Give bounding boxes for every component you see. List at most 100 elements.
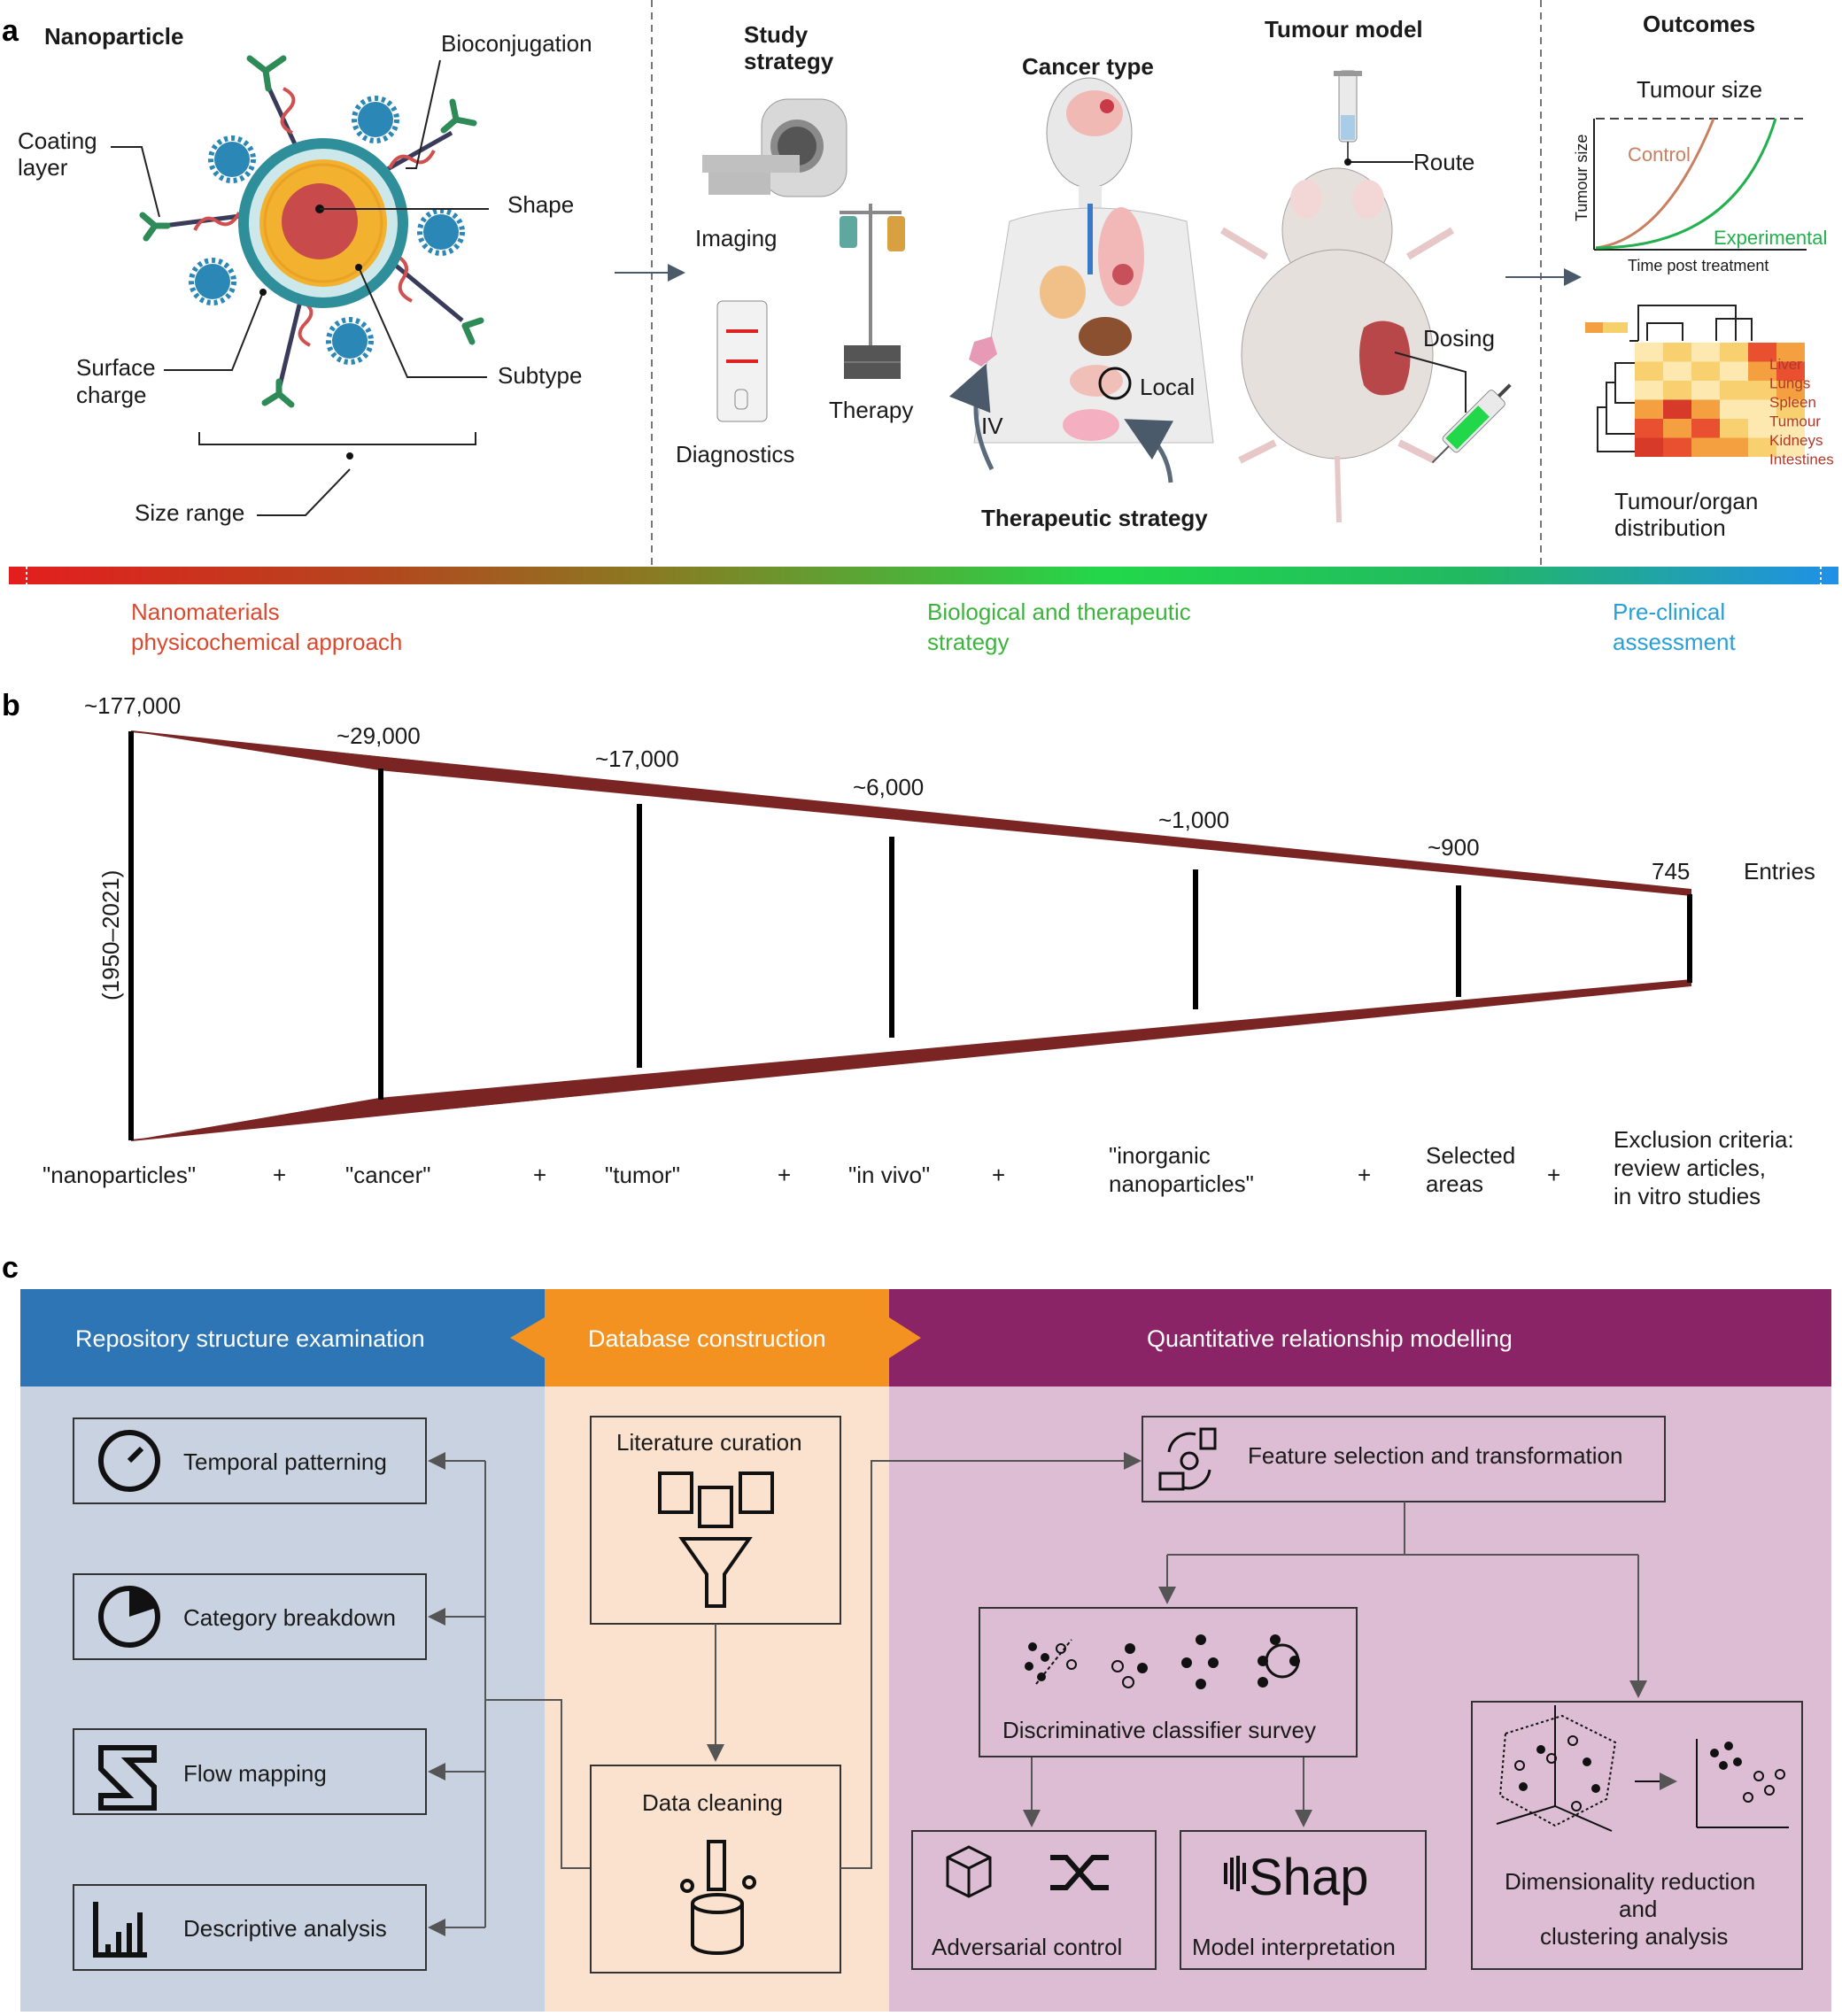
shuffle-icon bbox=[1050, 1855, 1109, 1890]
svg-text:clustering analysis: clustering analysis bbox=[1540, 1923, 1728, 1950]
band-pre-2: assessment bbox=[1613, 629, 1736, 655]
organ-label: Tumour bbox=[1769, 413, 1821, 430]
heatmap-cell bbox=[1720, 361, 1748, 381]
heatmap-cell bbox=[1748, 381, 1776, 400]
label-therapy: Therapy bbox=[829, 397, 913, 423]
repo-bg bbox=[20, 1386, 545, 2012]
funnel-icon bbox=[658, 1471, 774, 1608]
pca-icon bbox=[1496, 1705, 1789, 1832]
plus-6: + bbox=[1547, 1162, 1560, 1188]
heatmap-cell bbox=[1691, 381, 1720, 400]
svg-text:Discriminative classifier surv: Discriminative classifier survey bbox=[1002, 1717, 1316, 1743]
panel-a-letter: a bbox=[2, 14, 19, 48]
term-6c: in vitro studies bbox=[1614, 1183, 1761, 1209]
diagnostics-icon bbox=[716, 300, 768, 422]
heatmap-cell bbox=[1635, 399, 1663, 419]
outcomes-title: Outcomes bbox=[1643, 11, 1755, 37]
syringe-top-icon bbox=[1334, 70, 1362, 159]
cancer-type: Cancer type bbox=[1022, 53, 1154, 80]
db-to-feature-connector bbox=[840, 1452, 1142, 1869]
organ-label: Lungs bbox=[1769, 375, 1810, 392]
term-4a: "inorganic bbox=[1109, 1142, 1211, 1169]
heatmap-cell bbox=[1691, 361, 1720, 381]
data-cleaning-icon bbox=[680, 1840, 756, 1955]
plus-3: + bbox=[778, 1162, 791, 1188]
y-axis-label: Tumour size bbox=[1573, 135, 1590, 221]
heatmap-cell bbox=[1776, 361, 1805, 381]
heatmap-cell bbox=[1635, 343, 1663, 362]
count-0: ~177,000 bbox=[84, 692, 181, 719]
repo-header-label: Repository structure examination bbox=[75, 1325, 425, 1352]
label-route: Route bbox=[1413, 149, 1474, 175]
imaging-icon bbox=[702, 98, 847, 197]
gradient-bar bbox=[9, 567, 1838, 584]
heatmap-cell bbox=[1635, 361, 1663, 381]
organ-label: Spleen bbox=[1769, 394, 1816, 411]
shap-logo bbox=[1224, 1856, 1246, 1891]
local-marker bbox=[1098, 367, 1132, 400]
organ-label: Intestines bbox=[1769, 452, 1834, 468]
heatmap-cell bbox=[1748, 419, 1776, 438]
qrm-classifier: Discriminative classifier survey bbox=[979, 1607, 1358, 1757]
heatmap-cells bbox=[1635, 343, 1805, 457]
label-diagnostics: Diagnostics bbox=[676, 441, 794, 467]
heatmap-cell bbox=[1635, 381, 1663, 400]
heatmap-cell bbox=[1663, 343, 1691, 362]
heatmap-cell bbox=[1748, 437, 1776, 457]
count-3: ~6,000 bbox=[853, 774, 924, 800]
label-surface-charge-2: charge bbox=[76, 382, 147, 408]
therapy-icon bbox=[840, 204, 905, 379]
term-6a: Exclusion criteria: bbox=[1614, 1126, 1794, 1153]
tumour-size-title: Tumour size bbox=[1637, 76, 1762, 103]
heatmap bbox=[1585, 322, 1628, 333]
local-arrow bbox=[1124, 419, 1174, 483]
nanoparticle-illustration bbox=[139, 55, 484, 408]
label-coating-1: Coating bbox=[18, 127, 97, 154]
band-physchem-1: Nanomaterials bbox=[131, 599, 280, 625]
scatter-dots bbox=[1519, 1742, 1742, 1793]
label-local: Local bbox=[1140, 374, 1195, 400]
heatmap-cell bbox=[1635, 437, 1663, 457]
therapeutic-strategy: Therapeutic strategy bbox=[981, 505, 1208, 531]
tumour-model: Tumour model bbox=[1265, 16, 1423, 42]
heatmap-cell bbox=[1691, 419, 1720, 438]
term-6b: review articles, bbox=[1614, 1155, 1766, 1181]
shap-text: Shap bbox=[1249, 1849, 1368, 1906]
term-5a: Selected bbox=[1426, 1142, 1515, 1169]
term-1: "cancer" bbox=[345, 1162, 431, 1188]
tumour-size-plot bbox=[1593, 118, 1807, 251]
qrm-feature: Feature selection and transformation bbox=[1142, 1416, 1666, 1502]
svg-text:Feature selection and transfor: Feature selection and transformation bbox=[1248, 1442, 1622, 1469]
heatmap-cell bbox=[1635, 419, 1663, 438]
label-subtype: Subtype bbox=[498, 362, 582, 389]
x-axis-label: Time post treatment bbox=[1628, 257, 1768, 274]
count-5: ~900 bbox=[1428, 834, 1480, 861]
svg-text:Adversarial control: Adversarial control bbox=[932, 1934, 1122, 1960]
svg-text:Literature curation: Literature curation bbox=[616, 1429, 802, 1456]
heatmap-cell bbox=[1776, 399, 1805, 419]
repo-item-category: Category breakdown bbox=[73, 1573, 427, 1660]
svg-text:Descriptive analysis: Descriptive analysis bbox=[183, 1915, 387, 1942]
label-size-range: Size range bbox=[135, 499, 244, 526]
term-3: "in vivo" bbox=[848, 1162, 930, 1188]
label-iv: IV bbox=[981, 413, 1003, 439]
flow-icon bbox=[98, 1745, 157, 1811]
heatmap-cell bbox=[1776, 381, 1805, 400]
term-4b: nanoparticles" bbox=[1109, 1170, 1254, 1197]
db-header-label: Database construction bbox=[588, 1325, 826, 1352]
heatmap-cell bbox=[1720, 381, 1748, 400]
human-body-icon bbox=[969, 77, 1214, 444]
heatmap-cell bbox=[1720, 419, 1748, 438]
svg-text:Dimensionality reduction: Dimensionality reduction bbox=[1505, 1868, 1755, 1895]
plus-5: + bbox=[1358, 1162, 1371, 1188]
heatmap-cell bbox=[1776, 343, 1805, 362]
band-bio-1: Biological and therapeutic bbox=[927, 599, 1191, 625]
term-5b: areas bbox=[1426, 1170, 1483, 1197]
panel-b-letter: b bbox=[2, 689, 20, 722]
heatmap-cell bbox=[1776, 437, 1805, 457]
band-bio-2: strategy bbox=[927, 629, 1010, 655]
heatmap-cell bbox=[1720, 343, 1748, 362]
qrm-bg bbox=[889, 1386, 1831, 2012]
